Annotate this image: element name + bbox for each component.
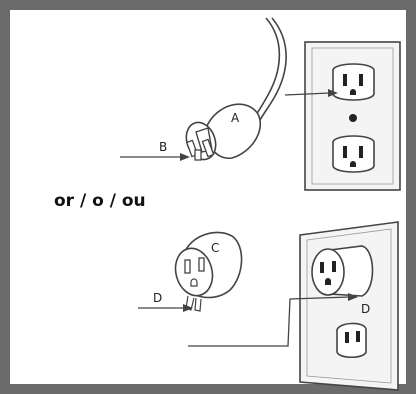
label-d-right: D: [361, 302, 370, 316]
arrow-d-left: [138, 304, 193, 312]
label-a: A: [231, 111, 240, 125]
label-d-left: D: [153, 291, 162, 305]
separator-text: or / o / ou: [54, 191, 146, 211]
label-c: C: [211, 241, 219, 255]
wall-outlet-bottom: [299, 221, 399, 391]
adapter-c: [174, 231, 243, 312]
outlet-pointer-arrow: [284, 89, 338, 97]
plug-prongs-b: [185, 138, 215, 161]
arrow-b: [120, 153, 190, 161]
power-cord: [253, 17, 281, 119]
arrow-d-right: [188, 293, 358, 347]
wall-outlet-top: [304, 41, 401, 191]
label-b: B: [159, 140, 167, 154]
power-cord-edge: [259, 17, 287, 121]
